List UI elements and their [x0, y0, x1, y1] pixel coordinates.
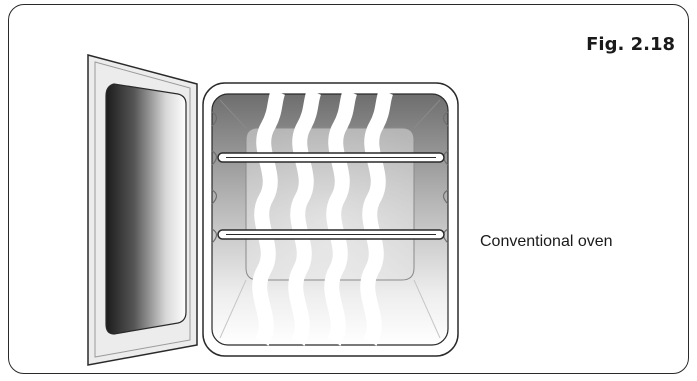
heat-wave [252, 89, 286, 346]
oven-door [87, 54, 198, 366]
oven-caption: Conventional oven [480, 233, 613, 250]
heat-wave [288, 89, 322, 346]
oven-shelf-upper [217, 152, 445, 163]
door-inner-edge [94, 61, 191, 358]
heat-waves [252, 89, 394, 346]
heat-wave [324, 89, 358, 346]
oven-shelf-lower [217, 229, 445, 240]
heat-wave [360, 89, 394, 346]
figure-label: Fig. 2.18 [586, 34, 675, 55]
door-window [105, 83, 187, 335]
